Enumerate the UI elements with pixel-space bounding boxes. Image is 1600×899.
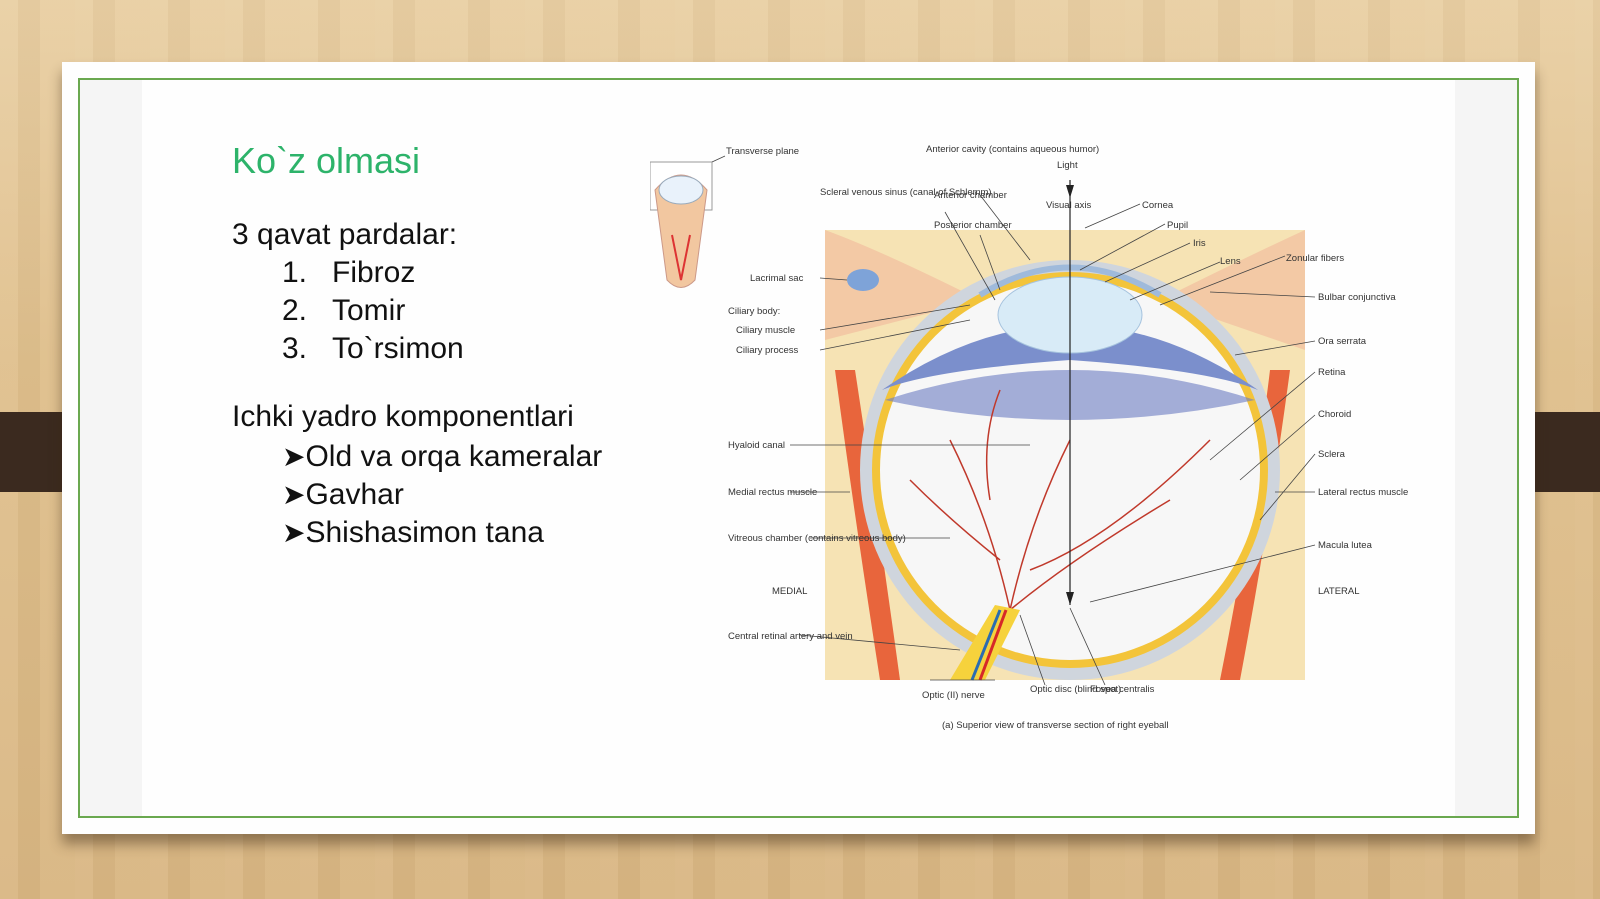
label-posterior-chamber: Posterior chamber <box>934 220 1012 231</box>
label-cornea: Cornea <box>1142 200 1174 211</box>
label-iris: Iris <box>1193 238 1206 249</box>
label-ciliary-process: Ciliary process <box>736 345 799 356</box>
retinal-vessels <box>909 389 1211 611</box>
label-ora-serrata: Ora serrata <box>1318 336 1367 347</box>
label-medial-rectus: Medial rectus muscle <box>728 487 817 498</box>
list-item: 3.To`rsimon <box>282 332 464 365</box>
section1-heading: 3 qavat pardalar: <box>232 218 458 251</box>
slide-margin-left <box>80 80 142 816</box>
bullet-item: ➤Gavhar <box>282 478 404 511</box>
label-scleral-venous-sinus: Scleral venous sinus (canal of Schlemm) <box>820 187 992 198</box>
diagram-labels: Transverse plane Anterior cavity (contai… <box>726 144 1408 731</box>
list-item: 1.Fibroz <box>282 256 416 289</box>
label-optic-nerve: Optic (II) nerve <box>922 690 985 701</box>
leader-lines <box>711 155 1316 686</box>
label-vitreous-chamber: Vitreous chamber (contains vitreous body… <box>728 533 906 544</box>
label-lacrimal-sac: Lacrimal sac <box>750 273 804 284</box>
label-light: Light <box>1057 160 1078 171</box>
label-lens: Lens <box>1220 256 1241 267</box>
eyeball-illustration: Transverse plane Anterior cavity (contai… <box>649 144 1408 731</box>
label-lateral: LATERAL <box>1318 586 1360 597</box>
slide-margin-right <box>1455 80 1517 816</box>
label-sclera: Sclera <box>1318 449 1346 460</box>
optic-nerve <box>950 605 1020 680</box>
label-bulbar-conjunctiva: Bulbar conjunctiva <box>1318 292 1396 303</box>
label-lateral-rectus: Lateral rectus muscle <box>1318 487 1408 498</box>
slide-border <box>78 78 1519 818</box>
label-anterior-cavity: Anterior cavity (contains aqueous humor) <box>926 144 1099 155</box>
label-zonular-fibers: Zonular fibers <box>1286 253 1344 264</box>
label-pupil: Pupil <box>1167 220 1188 231</box>
label-hyaloid-canal: Hyaloid canal <box>728 440 785 451</box>
section2-heading: Ichki yadro komponentlari <box>232 400 574 433</box>
eyeball-diagram: Transverse plane Anterior cavity (contai… <box>649 140 1410 760</box>
label-optic-disc: Optic disc (blind spot) <box>1030 684 1121 695</box>
lateral-eyelid <box>1160 230 1305 350</box>
label-medial: MEDIAL <box>772 586 807 597</box>
lacrimal-sac <box>847 269 879 291</box>
label-macula-lutea: Macula lutea <box>1318 540 1373 551</box>
label-anterior-chamber: Anterior chamber <box>934 190 1007 201</box>
transverse-plane-inset <box>649 161 713 288</box>
central-retinal-artery <box>978 609 1008 681</box>
label-ciliary-muscle: Ciliary muscle <box>736 325 795 336</box>
label-visual-axis: Visual axis <box>1046 200 1091 211</box>
figure-caption: (a) Superior view of transverse section … <box>942 720 1169 731</box>
label-central-retinal: Central retinal artery and vein <box>728 631 853 642</box>
label-fovea-centralis: Fovea centralis <box>1090 684 1155 695</box>
label-retina: Retina <box>1318 367 1346 378</box>
bullet-item: ➤Old va orqa kameralar <box>282 440 603 473</box>
medial-eyelid <box>825 230 980 340</box>
bullet-item: ➤Shishasimon tana <box>282 516 544 549</box>
label-choroid: Choroid <box>1318 409 1351 420</box>
list-item: 2.Tomir <box>282 294 406 327</box>
label-ciliary-body: Ciliary body: <box>728 306 780 317</box>
slide-title: Ko`z olmasi <box>232 140 421 181</box>
label-transverse-plane: Transverse plane <box>726 146 799 157</box>
central-retinal-vein <box>970 609 1002 681</box>
